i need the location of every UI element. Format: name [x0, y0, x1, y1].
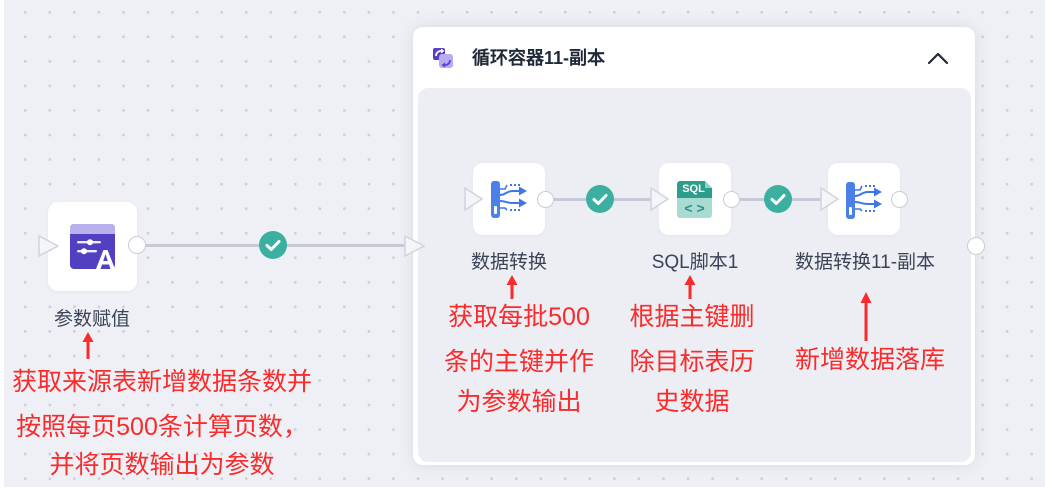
annotation-line: 根据主键删	[629, 303, 755, 331]
output-port[interactable]	[891, 191, 908, 208]
container-title: 循环容器11-副本	[472, 48, 606, 68]
container-body	[418, 88, 971, 462]
input-port[interactable]	[464, 187, 483, 211]
data-transform-icon	[491, 181, 528, 218]
output-port[interactable]	[537, 191, 554, 208]
annotation-line: 除目标表历	[629, 348, 755, 376]
node-label: SQL脚本1	[651, 252, 739, 273]
node-data-transform-copy[interactable]	[828, 163, 900, 235]
annotation-line: 为参数输出	[456, 388, 582, 416]
annotation-line: 并将页数输出为参数	[49, 451, 275, 479]
node-label: 数据转换	[470, 252, 547, 273]
annotation-arrow-icon	[506, 275, 518, 299]
loop-container-icon	[432, 47, 454, 69]
check-circle-icon[interactable]	[764, 185, 792, 213]
container-output-port[interactable]	[967, 237, 985, 255]
input-port[interactable]	[820, 187, 839, 211]
code-brackets-icon: < >	[684, 200, 705, 216]
annotation-arrow-icon	[860, 292, 872, 341]
annotation-line: 按照每页500条计算页数，	[16, 413, 308, 441]
node-label: 数据转换11-副本	[794, 252, 936, 273]
annotation-line: 新增数据落库	[794, 346, 945, 374]
check-circle-icon[interactable]	[586, 185, 614, 213]
output-port[interactable]	[723, 191, 740, 208]
node-label: 参数赋值	[53, 309, 130, 330]
sql-script-icon: SQL < >	[677, 181, 712, 218]
annotation-line: 条的主键并作	[443, 348, 594, 376]
chevron-up-icon[interactable]	[926, 50, 950, 66]
annotation-arrow-icon	[82, 332, 94, 359]
loop-container[interactable]: 循环容器11-副本	[413, 27, 975, 465]
output-port[interactable]	[128, 236, 146, 254]
input-port[interactable]	[650, 187, 669, 211]
data-transform-icon	[846, 182, 883, 219]
input-port[interactable]	[38, 235, 59, 257]
sql-icon-text: SQL	[682, 183, 705, 195]
annotation-line: 史数据	[654, 388, 730, 416]
annotation-line: 获取每批500	[448, 303, 590, 331]
annotation-arrow-icon	[684, 275, 696, 299]
node-param-assign[interactable]	[48, 202, 137, 291]
param-assign-icon	[70, 224, 115, 269]
container-input-port[interactable]	[404, 235, 425, 257]
node-sql-script[interactable]: SQL < >	[659, 163, 731, 235]
annotation-line: 获取来源表新增数据条数并	[11, 368, 312, 396]
check-circle-icon[interactable]	[259, 231, 287, 259]
node-data-transform[interactable]	[473, 163, 545, 235]
